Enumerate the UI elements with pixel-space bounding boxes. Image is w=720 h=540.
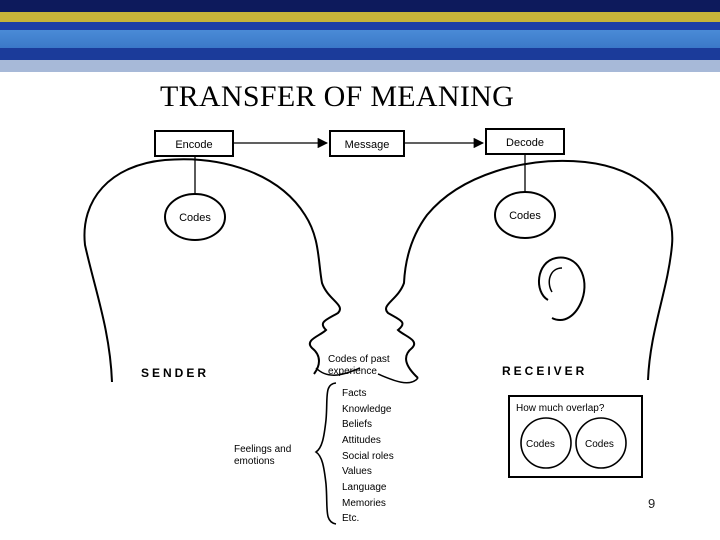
experience-item: Values (342, 466, 372, 477)
sender-head-outline (83, 158, 341, 383)
past-experience-line-1: Codes of past (328, 354, 390, 365)
receiver-chin-curve (377, 373, 419, 384)
feelings-line-2: emotions (234, 456, 275, 467)
header-band-navy (0, 48, 720, 60)
experience-item: Language (342, 482, 387, 493)
header-band-blue (0, 22, 720, 30)
experience-brace (314, 382, 337, 525)
receiver-ear (537, 256, 586, 321)
receiver-codes-label: Codes (509, 210, 541, 222)
experience-item: Etc. (342, 513, 359, 524)
experience-item: Beliefs (342, 419, 372, 430)
experience-list: Facts Knowledge Beliefs Attitudes Social… (342, 388, 394, 524)
header-band-pale (0, 60, 720, 72)
overlap-right-circle (575, 417, 627, 469)
receiver-label: RECEIVER (502, 364, 587, 378)
overlap-left-circle (520, 417, 572, 469)
sender-chin-curve (315, 367, 361, 376)
overlap-title: How much overlap? (516, 403, 605, 414)
header-band-light-blue (0, 30, 720, 48)
header-band-dark (0, 0, 720, 12)
overlap-left-label: Codes (526, 439, 555, 450)
encode-label: Encode (175, 139, 212, 151)
experience-item: Knowledge (342, 404, 392, 415)
experience-item: Facts (342, 388, 366, 399)
page-number: 9 (648, 496, 656, 511)
sender-label: SENDER (141, 366, 209, 380)
slide-title: TRANSFER OF MEANING (160, 80, 515, 113)
experience-item: Attitudes (342, 435, 381, 446)
past-experience-line-2: experience (328, 366, 377, 377)
overlap-right-label: Codes (585, 439, 614, 450)
receiver-ear-inner (548, 267, 563, 293)
experience-item: Memories (342, 498, 386, 509)
encode-box (154, 130, 234, 157)
receiver-codes-circle (494, 191, 556, 239)
experience-item: Social roles (342, 451, 394, 462)
feelings-line-1: Feelings and (234, 444, 291, 455)
message-label: Message (345, 139, 390, 151)
sender-codes-label: Codes (179, 212, 211, 224)
decode-label: Decode (506, 137, 544, 149)
sender-codes-circle (164, 193, 226, 241)
receiver-head-outline (385, 159, 674, 381)
header-band-gold (0, 12, 720, 22)
decode-box (485, 128, 565, 155)
